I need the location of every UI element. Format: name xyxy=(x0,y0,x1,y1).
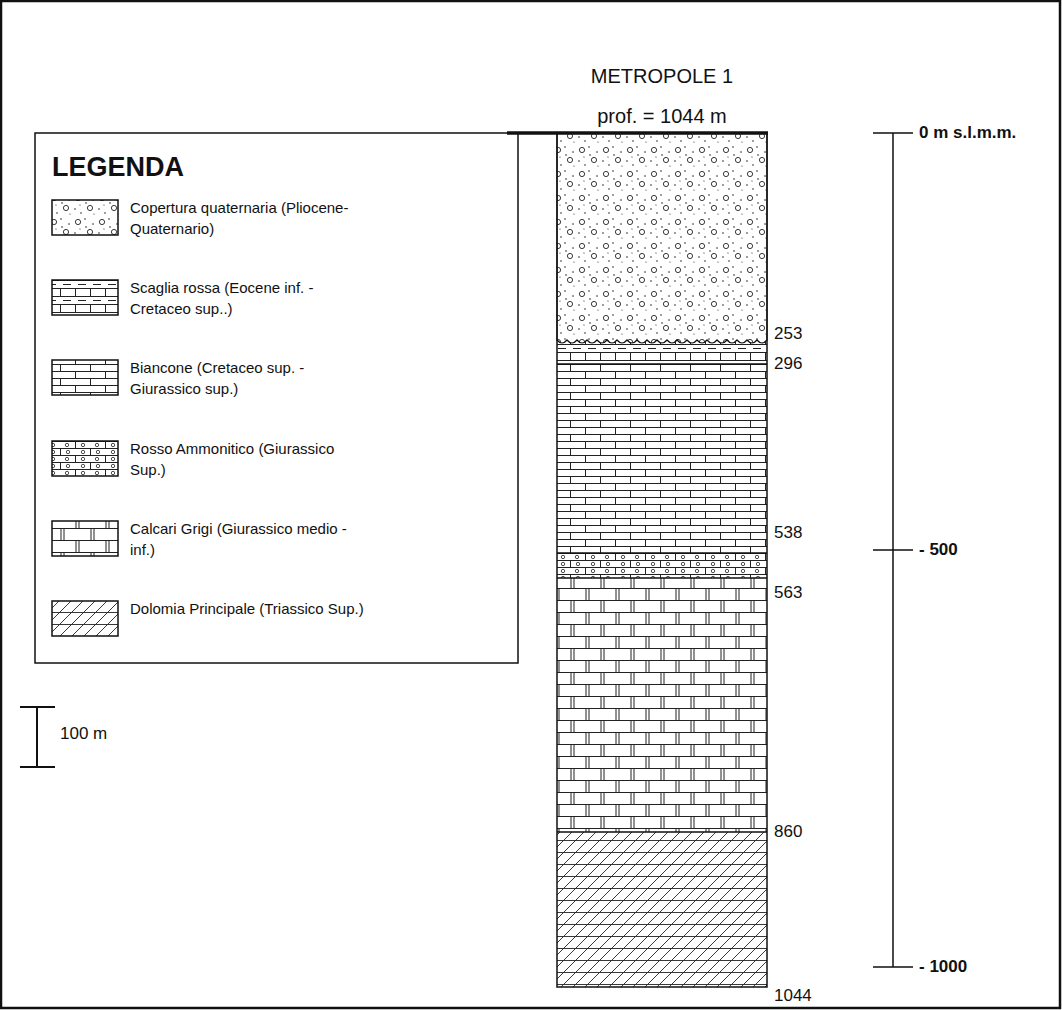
scale-bar xyxy=(20,707,55,767)
quaternary-cover-layer xyxy=(557,133,767,343)
legend-text: Rosso Ammonitico (Giurassico Sup.) xyxy=(130,438,366,480)
legend-swatch xyxy=(52,200,118,235)
legend-swatch xyxy=(52,360,118,395)
legend-text: Scaglia rossa (Eocene inf. - Cretaceo su… xyxy=(130,277,366,319)
scale-value: - 500 xyxy=(919,540,958,560)
legend-text: Dolomia Principale (Triassico Sup.) xyxy=(130,598,366,619)
depth-value: 296 xyxy=(774,354,802,374)
legend-title: LEGENDA xyxy=(52,151,184,183)
dolomia-principale-layer xyxy=(557,832,767,987)
legend-text: Calcari Grigi (Giurassico medio - inf.) xyxy=(130,518,366,560)
scale-value: - 1000 xyxy=(919,957,967,977)
depth-value: 538 xyxy=(774,523,802,543)
legend-swatch xyxy=(52,601,118,636)
scale-value: 0 m s.l.m.m. xyxy=(919,123,1016,143)
depth-value: 253 xyxy=(774,324,802,344)
well-name: METROPOLE 1 xyxy=(591,64,733,88)
depth-value: 860 xyxy=(774,822,802,842)
legend-text: Biancone (Cretaceo sup. - Giurassico sup… xyxy=(130,357,366,399)
legend-swatch xyxy=(52,521,118,556)
legend-box xyxy=(35,133,518,663)
depth-value: 563 xyxy=(774,583,802,603)
ground-surface-line xyxy=(507,131,768,135)
biancone-layer xyxy=(557,364,767,553)
layer-boundaries xyxy=(557,364,767,832)
legend-swatch xyxy=(52,441,118,476)
depth-value: 1044 xyxy=(774,986,812,1006)
depth-total: prof. = 1044 m xyxy=(597,104,727,128)
column-outline xyxy=(557,133,767,987)
legend-swatches xyxy=(52,200,118,636)
legend-swatch xyxy=(52,280,118,315)
depth-scale xyxy=(873,133,913,967)
scale-bar-label: 100 m xyxy=(60,724,107,744)
legend-text: Copertura quaternaria (Pliocene-Quaterna… xyxy=(130,197,366,239)
calcari-grigi-layer xyxy=(557,578,767,832)
rosso-ammonitico-layer xyxy=(557,553,767,578)
